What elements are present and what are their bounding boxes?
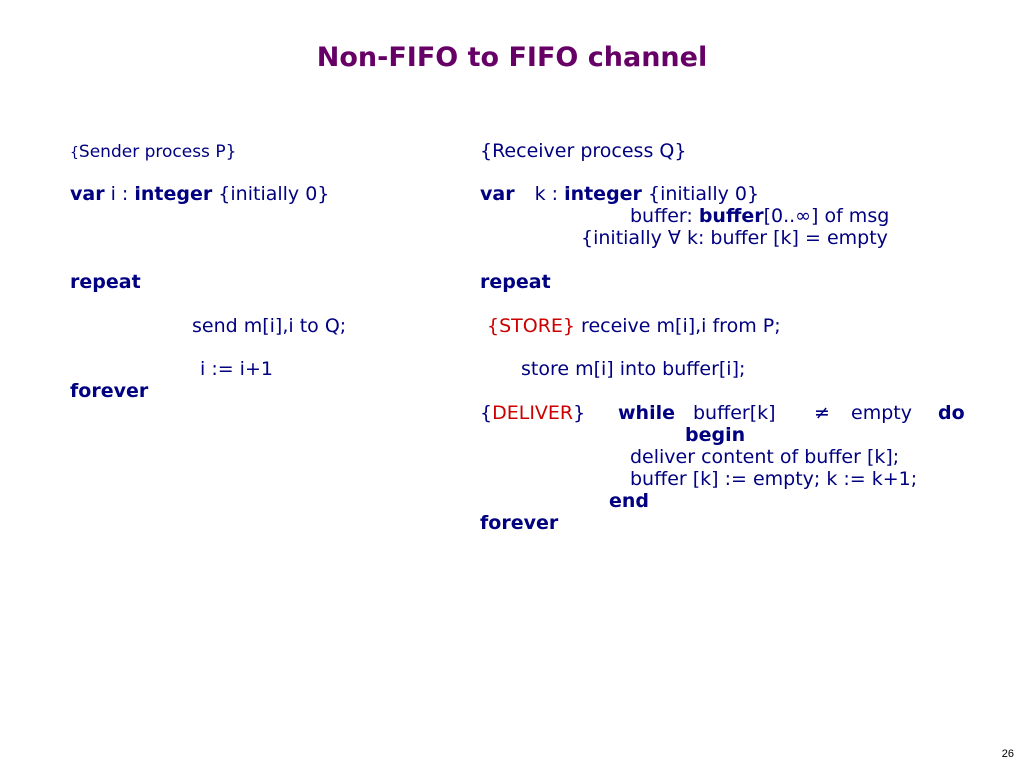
sender-var-keyword: var	[70, 183, 105, 205]
receiver-receive-statement: receive m[i],i from P;	[575, 315, 781, 337]
sender-heading: {Sender process P}	[70, 141, 236, 164]
receiver-var-keyword: var	[480, 183, 515, 205]
receiver-end-keyword: end	[609, 490, 650, 512]
deliver-tag-open: {	[480, 402, 493, 424]
sender-send-statement: send m[i],i to Q;	[192, 315, 347, 337]
receiver-buffer-label: buffer:	[630, 205, 699, 227]
sender-var-name: i :	[104, 183, 135, 205]
sender-type-keyword: integer	[134, 183, 213, 205]
receiver-var-init: {initially 0}	[641, 183, 760, 205]
sender-var-init: {initially 0}	[212, 183, 330, 205]
receiver-buffer-init: {initially ∀ k: buffer [k] = empty	[581, 227, 888, 249]
receiver-var-decl: var k : integer {initially 0}	[480, 183, 759, 205]
receiver-while-cond-buffer: buffer[k]	[693, 402, 776, 424]
receiver-begin-keyword: begin	[685, 424, 746, 446]
receiver-forever-keyword: forever	[480, 512, 559, 534]
sender-forever-keyword: forever	[70, 380, 149, 402]
receiver-receive-line: {STORE} receive m[i],i from P;	[487, 315, 781, 337]
page-number: 26	[1001, 748, 1014, 760]
store-tag: {STORE}	[487, 315, 576, 337]
receiver-store-statement: store m[i] into buffer[i];	[521, 358, 746, 380]
sender-repeat-keyword: repeat	[70, 271, 141, 293]
receiver-buffer-decl: buffer: buffer[0..∞] of msg	[630, 205, 889, 227]
receiver-while-cond-neq: ≠	[814, 402, 830, 424]
slide-title: Non-FIFO to FIFO channel	[316, 42, 708, 73]
receiver-heading: {Receiver process Q}	[480, 140, 687, 162]
receiver-buffer-range: [0..∞] of msg	[763, 205, 890, 227]
deliver-tag: DELIVER	[492, 402, 574, 424]
receiver-var-name: k :	[534, 183, 565, 205]
deliver-tag-close: }	[573, 402, 586, 424]
receiver-type-keyword: integer	[564, 183, 642, 205]
sender-heading-brace: {	[70, 145, 79, 161]
sender-increment-statement: i := i+1	[200, 358, 273, 380]
receiver-deliver-statement: deliver content of buffer [k];	[630, 446, 900, 468]
receiver-while-cond-empty: empty	[851, 402, 912, 424]
receiver-deliver-line: {DELIVER}	[480, 402, 585, 424]
receiver-do-keyword: do	[938, 402, 965, 424]
sender-var-decl: var i : integer {initially 0}	[70, 183, 329, 205]
receiver-while-keyword: while	[618, 402, 675, 424]
receiver-buffer-keyword: buffer	[698, 205, 764, 227]
sender-heading-text: Sender process P}	[78, 142, 237, 162]
receiver-reset-statement: buffer [k] := empty; k := k+1;	[630, 468, 918, 490]
receiver-repeat-keyword: repeat	[480, 271, 551, 293]
